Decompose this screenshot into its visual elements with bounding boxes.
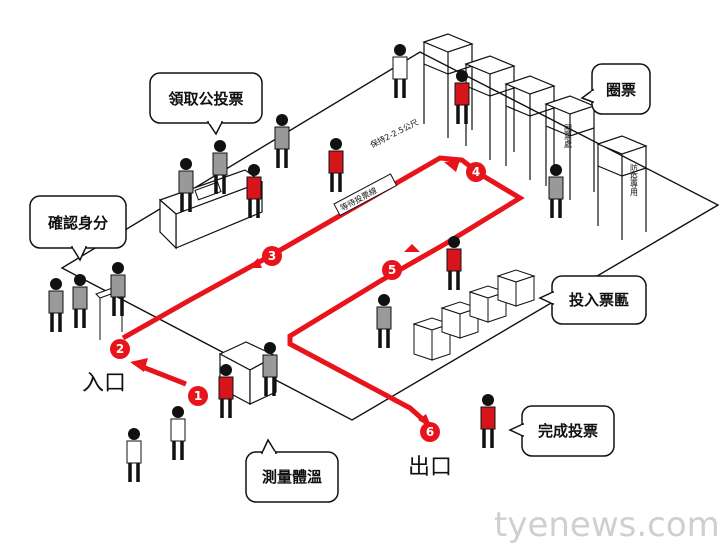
person-figure bbox=[127, 428, 141, 482]
step-marker-5: 5 bbox=[382, 260, 402, 280]
booth-sign-epidemic: 防疫專用 bbox=[630, 163, 639, 197]
callout-cast-ballot: 投入票匭 bbox=[540, 276, 646, 324]
step-marker-6: 6 bbox=[420, 422, 440, 442]
entrance-path bbox=[140, 366, 186, 384]
callout-temperature: 測量體溫 bbox=[246, 440, 338, 502]
svg-text:測量體溫: 測量體溫 bbox=[262, 468, 322, 486]
booth-sign-ballot: 圈票處 bbox=[564, 124, 573, 149]
callout-ballot-booth: 圈票 bbox=[582, 64, 650, 114]
watermark: tyenews.com bbox=[494, 505, 720, 545]
svg-text:1: 1 bbox=[194, 389, 202, 403]
step-marker-1: 1 bbox=[188, 386, 208, 406]
exit-label: 出口 bbox=[408, 455, 452, 480]
step-marker-3: 3 bbox=[262, 246, 282, 266]
svg-text:5: 5 bbox=[388, 263, 396, 277]
svg-text:領取公投票: 領取公投票 bbox=[168, 90, 243, 108]
svg-text:2: 2 bbox=[116, 342, 124, 356]
svg-text:確認身分: 確認身分 bbox=[47, 214, 108, 232]
svg-text:完成投票: 完成投票 bbox=[538, 422, 598, 440]
person-figure bbox=[49, 278, 63, 332]
svg-text:4: 4 bbox=[472, 165, 480, 179]
callout-receive-ballot: 領取公投票 bbox=[150, 73, 262, 134]
entrance-label: 入口 bbox=[82, 371, 126, 396]
callout-done: 完成投票 bbox=[510, 406, 614, 456]
person-figure bbox=[171, 406, 185, 460]
svg-text:投入票匭: 投入票匭 bbox=[569, 291, 629, 309]
person-figure bbox=[111, 262, 125, 316]
person-figure bbox=[73, 274, 87, 328]
step-marker-2: 2 bbox=[110, 339, 130, 359]
person-figure bbox=[219, 364, 233, 418]
step-marker-4: 4 bbox=[466, 162, 486, 182]
person-figure bbox=[481, 394, 495, 448]
svg-text:3: 3 bbox=[268, 249, 276, 263]
svg-text:圈票: 圈票 bbox=[606, 81, 636, 99]
svg-text:6: 6 bbox=[426, 425, 434, 439]
